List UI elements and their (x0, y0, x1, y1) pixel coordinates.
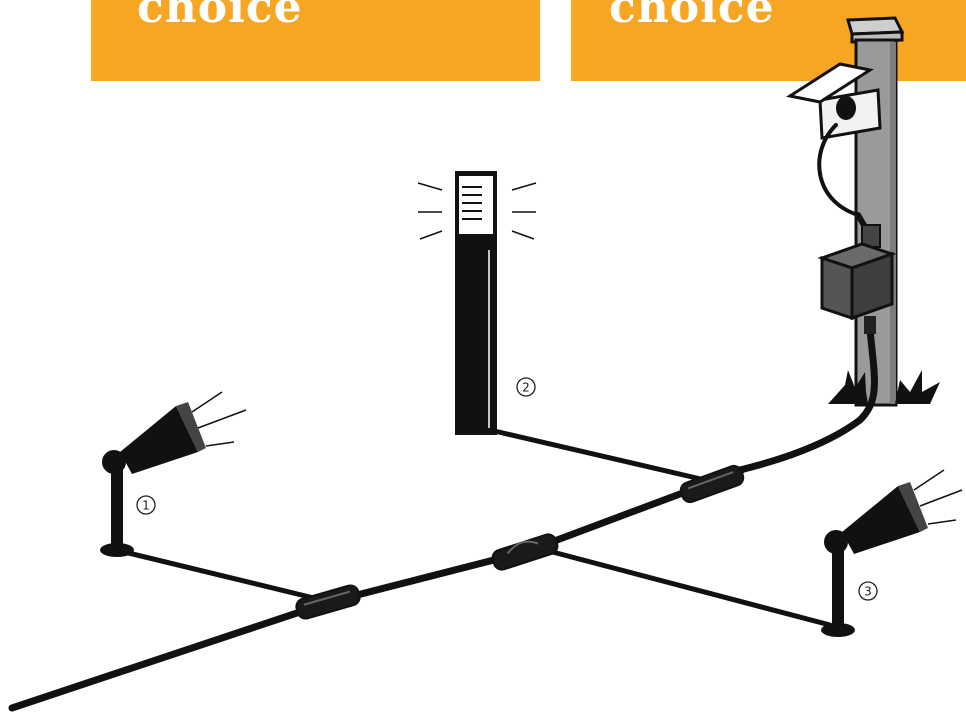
spotlight-3-stake (832, 548, 844, 630)
marker-3-label: 3 (864, 585, 872, 599)
spotlight-3-rays (913, 469, 963, 525)
grass-left (828, 370, 868, 404)
banner-left: choice (91, 0, 540, 81)
garden-post (786, 16, 940, 407)
branch-cables (105, 427, 833, 628)
spotlight-1-pivot (102, 450, 126, 474)
branch-cable-spot-3 (542, 547, 833, 628)
spotlight-3-lens (898, 482, 928, 532)
connector-2 (491, 533, 559, 571)
banner-right-text: choice (609, 0, 775, 33)
marker-1: 1 (136, 495, 156, 515)
transformer-output (864, 316, 876, 334)
bollard-lamp-lines (462, 186, 482, 220)
marker-1-label: 1 (142, 499, 150, 513)
bollard-light (417, 171, 537, 435)
connector-3 (295, 584, 361, 620)
spotlight-1 (100, 391, 247, 557)
outlet-box (786, 62, 882, 140)
branch-cable-spot-1 (105, 545, 325, 603)
transformer-front (820, 255, 854, 321)
connector-1 (679, 464, 745, 504)
spotlight-1-rays (191, 391, 247, 447)
banner-left-text: choice (137, 0, 303, 33)
spotlight-1-stake (111, 468, 123, 550)
bollard-lamp (459, 176, 493, 234)
branch-cable-bollard (487, 427, 708, 483)
transformer-cable (736, 326, 878, 474)
spotlight-1-lens (176, 402, 206, 452)
bollard-rays (417, 182, 537, 240)
spotlight-1-head (120, 406, 198, 474)
outlet-socket (836, 96, 856, 120)
marker-2-label: 2 (522, 381, 530, 395)
marker-3: 3 (858, 581, 878, 601)
connectors (295, 464, 745, 620)
spotlight-3-head (842, 486, 920, 554)
marker-2: 2 (516, 377, 536, 397)
transformer-side (850, 251, 894, 321)
spotlight-3-pivot (824, 530, 848, 554)
spotlight-3 (821, 469, 963, 637)
plug-cord (817, 123, 860, 217)
outlet-lid (786, 62, 874, 104)
transformer (817, 224, 897, 334)
post-shadow (890, 42, 896, 404)
grass-right (895, 370, 940, 404)
